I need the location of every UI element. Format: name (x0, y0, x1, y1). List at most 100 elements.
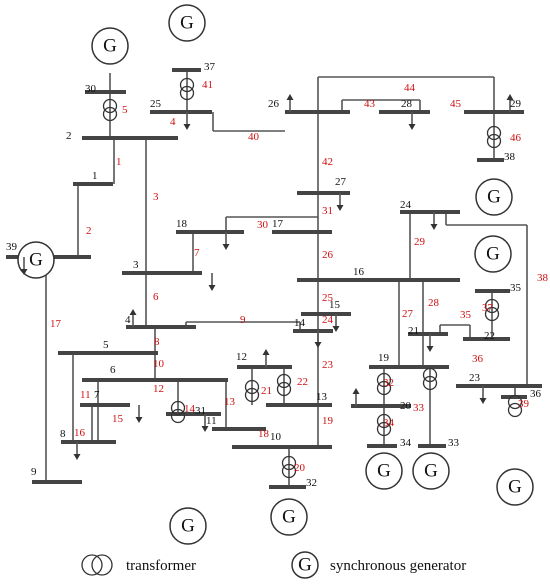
bus-label-11: 11 (206, 415, 217, 427)
generator-letter: G (282, 507, 296, 528)
bus-label-13: 13 (316, 391, 328, 403)
bus-label-32: 32 (306, 477, 317, 489)
line-label-16: 16 (74, 427, 86, 439)
load-arrow-icon (208, 273, 216, 291)
generator-icon: G (474, 235, 512, 273)
load-arrow-icon (314, 330, 322, 348)
load-arrow-icon (479, 386, 487, 404)
line-label-21: 21 (261, 385, 272, 397)
transformer-icon (507, 394, 523, 418)
generator-icon: G (475, 178, 513, 216)
transformer-icon (486, 125, 502, 149)
bus-label-31: 31 (195, 405, 206, 417)
transformer-icon (276, 373, 292, 397)
bus-label-5: 5 (103, 339, 109, 351)
load-arrow-icon (262, 349, 270, 367)
bus-label-38: 38 (504, 151, 516, 163)
generator-icon: G (169, 507, 207, 545)
bus-label-17: 17 (272, 218, 284, 230)
line-label-41: 41 (202, 79, 213, 91)
bus-label-12: 12 (236, 351, 247, 363)
legend-generator-label: synchronous generator (330, 558, 466, 574)
bus-label-16: 16 (353, 266, 365, 278)
generator-letter: G (180, 13, 194, 34)
load-arrow-icon (73, 442, 81, 460)
bus-label-35: 35 (510, 282, 522, 294)
bus-label-10: 10 (270, 431, 282, 443)
load-arrow-icon (183, 112, 191, 130)
load-arrow-icon (135, 405, 143, 423)
legend: transformer G synchronous generator (81, 551, 466, 579)
bus-label-33: 33 (448, 437, 460, 449)
load-arrow-icon (336, 193, 344, 211)
load-arrow-icon (20, 257, 28, 275)
line-label-31: 31 (322, 205, 333, 217)
transformer-icon (102, 98, 118, 122)
bus-label-4: 4 (125, 314, 131, 326)
line-label-37: 37 (482, 302, 494, 314)
line-label-29: 29 (414, 236, 426, 248)
transformer-icon (281, 455, 297, 479)
line-label-26: 26 (322, 249, 334, 261)
bus-label-21: 21 (408, 325, 419, 337)
load-arrow-icon (286, 94, 294, 112)
bus-bars (6, 68, 542, 489)
line-label-12: 12 (153, 383, 164, 395)
bus-label-34: 34 (400, 437, 412, 449)
bus-label-25: 25 (150, 98, 162, 110)
line-label-34: 34 (383, 417, 395, 429)
bus-label-20: 20 (400, 400, 412, 412)
load-arrow-icon (201, 414, 209, 432)
bus-label-28: 28 (401, 98, 413, 110)
bus-label-24: 24 (400, 199, 412, 211)
load-arrows (20, 94, 514, 460)
line-label-13: 13 (224, 396, 236, 408)
legend-transformer-icon (81, 554, 113, 576)
bus-label-27: 27 (335, 176, 347, 188)
bus-label-14: 14 (294, 317, 306, 329)
generator-icon: G (412, 452, 450, 490)
line-label-24: 24 (322, 314, 334, 326)
generator-letter: G (424, 461, 438, 482)
line-label-10: 10 (153, 358, 165, 370)
transformer-icon (244, 379, 260, 403)
line-label-30: 30 (257, 219, 269, 231)
line-label-8: 8 (154, 336, 160, 348)
line-label-42: 42 (322, 156, 333, 168)
load-arrow-icon (506, 94, 514, 112)
transformer-icon (170, 400, 186, 424)
line-label-43: 43 (364, 98, 376, 110)
transformer-icon (376, 413, 392, 437)
legend-transformer-label: transformer (126, 558, 196, 574)
transformer-icon (422, 367, 438, 391)
generator-icon: G (365, 452, 403, 490)
line-label-39: 39 (518, 398, 530, 410)
bus-label-3: 3 (133, 259, 139, 271)
load-arrow-icon (408, 112, 416, 130)
line-label-17: 17 (50, 318, 62, 330)
line-label-35: 35 (460, 309, 472, 321)
line-label-15: 15 (112, 413, 124, 425)
bus-label-23: 23 (469, 372, 481, 384)
generator-letter: G (29, 250, 43, 271)
bus-label-39: 39 (6, 241, 18, 253)
line-label-4: 4 (170, 116, 176, 128)
load-arrow-icon (222, 232, 230, 250)
transformer-icon (484, 298, 500, 322)
bus-label-19: 19 (378, 352, 390, 364)
bus-label-29: 29 (510, 98, 522, 110)
line-label-22: 22 (297, 376, 308, 388)
line-label-32: 32 (383, 377, 394, 389)
legend-generator-icon: G (291, 551, 319, 579)
generator-icon: G (496, 468, 534, 506)
bus-label-7: 7 (94, 389, 100, 401)
connection-wires (45, 70, 528, 487)
legend-generator-letter: G (298, 555, 312, 576)
line-label-28: 28 (428, 297, 440, 309)
load-arrow-icon (430, 212, 438, 230)
line-label-23: 23 (322, 359, 334, 371)
generator-letter: G (487, 187, 501, 208)
